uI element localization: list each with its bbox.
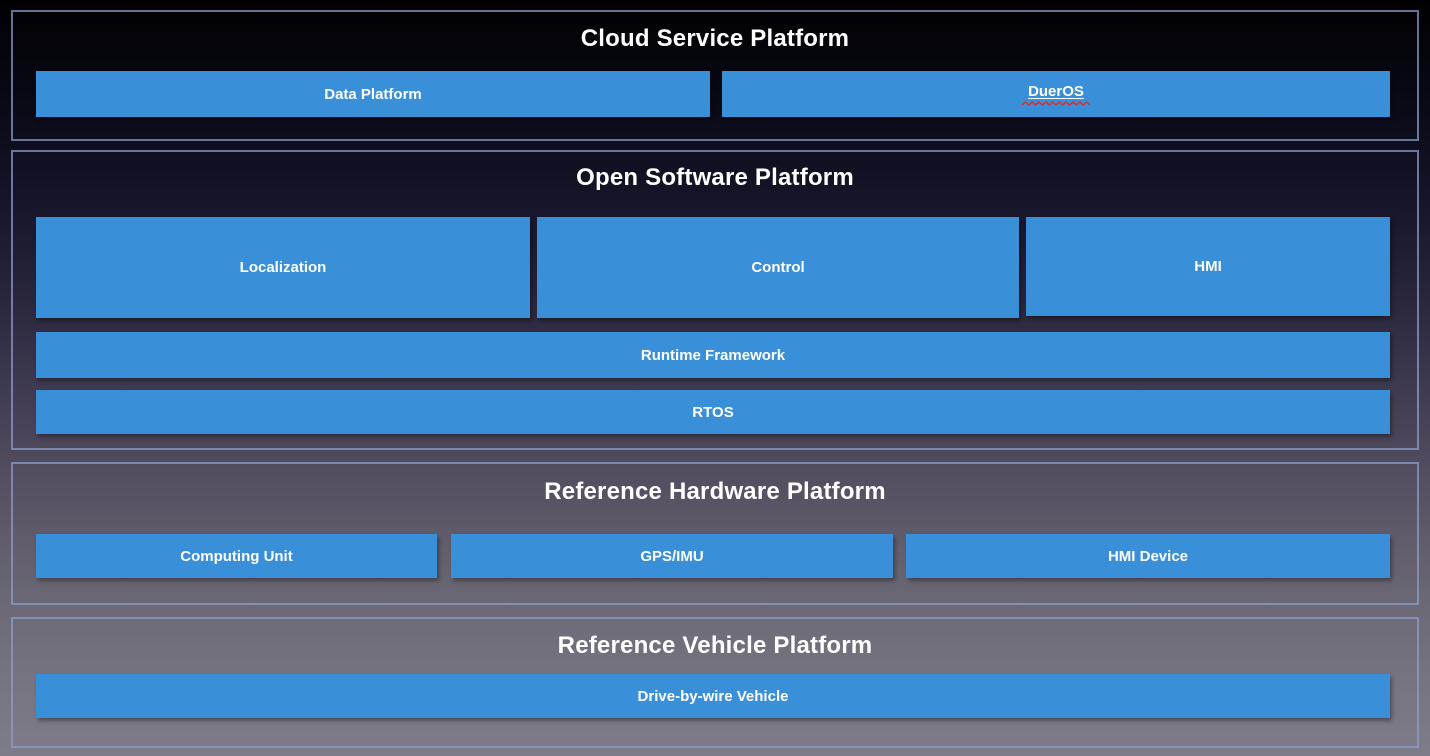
section-title: Cloud Service Platform — [580, 25, 850, 52]
box-localization: Localization — [36, 217, 530, 318]
box-label: GPS/IMU — [640, 547, 704, 565]
box-rtos: RTOS — [36, 390, 1390, 434]
spellcheck-squiggle-icon — [1022, 100, 1090, 106]
box-label: RTOS — [692, 403, 734, 421]
section-open-software-platform: Open Software Platform Localization Cont… — [11, 150, 1419, 450]
box-label: Control — [751, 259, 805, 276]
section-title: Open Software Platform — [576, 164, 854, 191]
box-label: Runtime Framework — [640, 346, 786, 364]
box-runtime-framework: Runtime Framework — [36, 332, 1390, 378]
box-label: Localization — [239, 259, 327, 276]
box-label: DuerOS — [1028, 82, 1084, 100]
section-reference-vehicle-platform: Reference Vehicle Platform Drive-by-wire… — [11, 617, 1419, 748]
box-hmi: HMI — [1026, 217, 1390, 316]
box-label: Data Platform — [324, 85, 422, 103]
box-control: Control — [537, 217, 1019, 318]
section-cloud-service-platform: Cloud Service Platform Data Platform Due… — [11, 10, 1419, 141]
box-label: Computing Unit — [180, 547, 293, 565]
section-reference-hardware-platform: Reference Hardware Platform Computing Un… — [11, 462, 1419, 605]
dueros-label-stack: DuerOS — [1022, 83, 1090, 106]
box-label: HMI Device — [1107, 547, 1189, 565]
box-drive-by-wire-vehicle: Drive-by-wire Vehicle — [36, 674, 1390, 718]
box-computing-unit: Computing Unit — [36, 534, 437, 578]
section-title: Reference Hardware Platform — [544, 478, 886, 505]
box-label: Drive-by-wire Vehicle — [637, 687, 789, 705]
box-gps-imu: GPS/IMU — [451, 534, 893, 578]
box-hmi-device: HMI Device — [906, 534, 1390, 578]
box-label: HMI — [1194, 258, 1222, 275]
section-title: Reference Vehicle Platform — [557, 632, 873, 659]
box-dueros: DuerOS — [722, 71, 1390, 117]
box-data-platform: Data Platform — [36, 71, 710, 117]
